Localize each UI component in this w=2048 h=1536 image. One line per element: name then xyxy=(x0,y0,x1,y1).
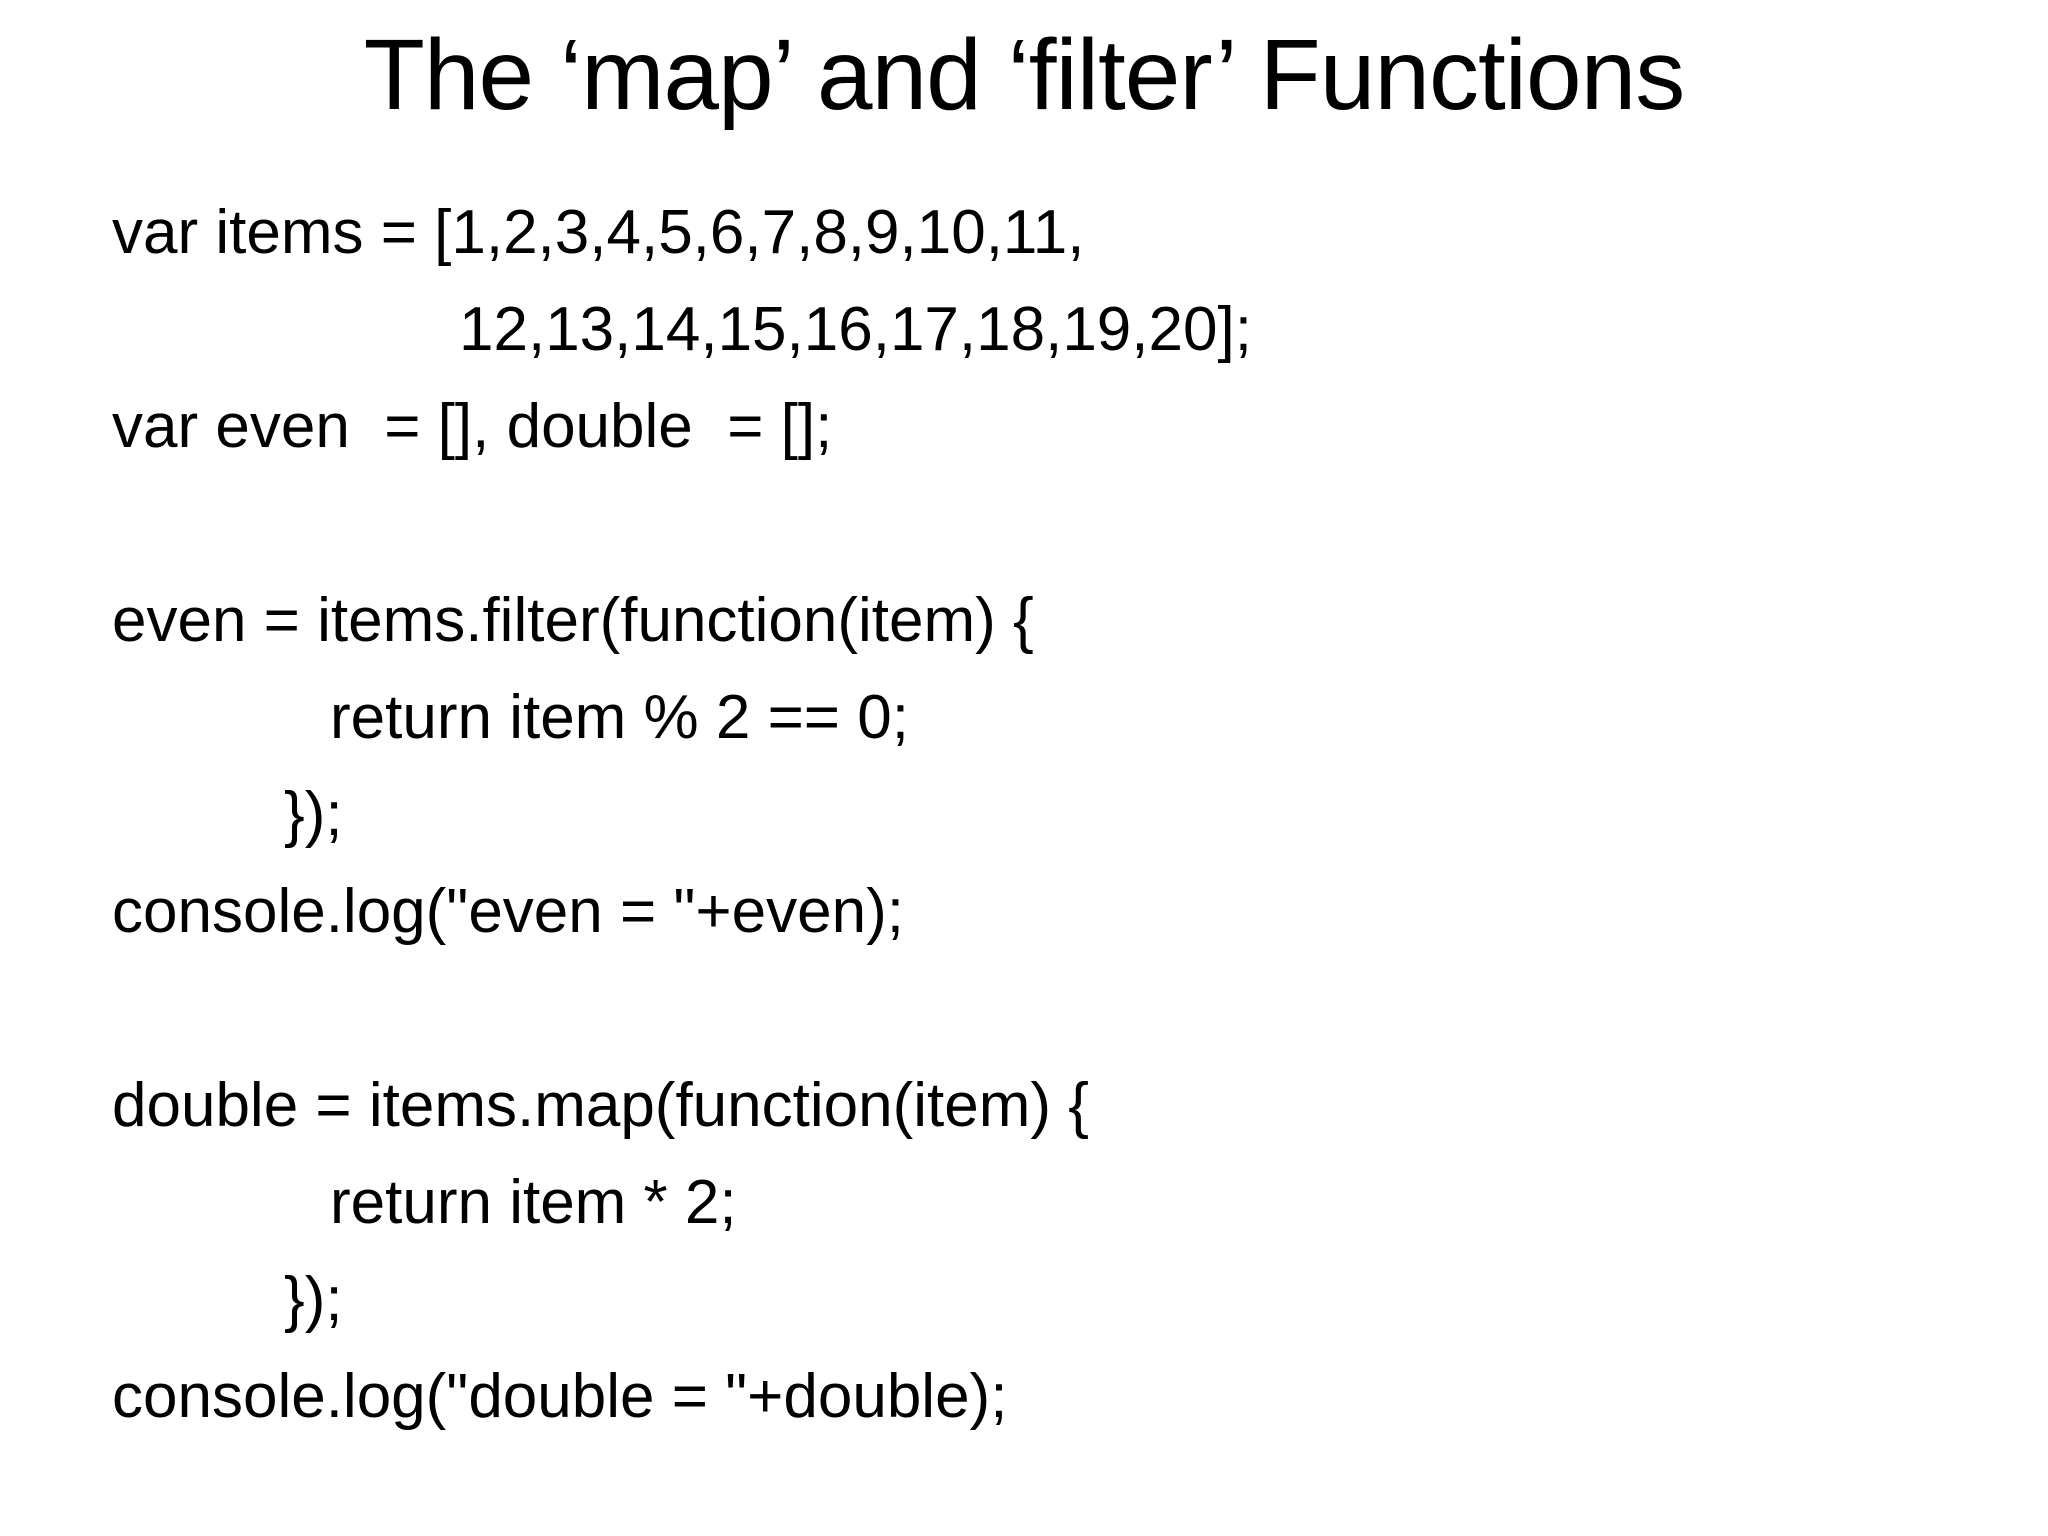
code-line-items-continuation: 12,13,14,15,16,17,18,19,20]; xyxy=(459,295,1252,364)
code-line-map-return: return item * 2; xyxy=(330,1168,737,1237)
code-block: var items = [1,2,3,4,5,6,7,8,9,10,11, 12… xyxy=(112,184,2008,1445)
code-line-map-call: double = items.map(function(item) { xyxy=(112,1071,1089,1140)
code-line-console-log-double: console.log("double = "+double); xyxy=(112,1362,1008,1431)
slide-title: The ‘map’ and ‘filter’ Functions xyxy=(363,19,1685,131)
code-line-filter-call: even = items.filter(function(item) { xyxy=(112,586,1034,655)
code-line-map-close: }); xyxy=(284,1265,343,1334)
code-line-var-items: var items = [1,2,3,4,5,6,7,8,9,10,11, xyxy=(112,198,1085,267)
code-line-blank-1 xyxy=(112,475,2008,572)
code-line-blank-2 xyxy=(112,960,2008,1057)
code-line-filter-close: }); xyxy=(284,780,343,849)
code-line-var-even-double: var even = [], double = []; xyxy=(112,392,833,461)
code-line-filter-return: return item % 2 == 0; xyxy=(330,683,909,752)
code-line-console-log-even: console.log("even = "+even); xyxy=(112,877,904,946)
